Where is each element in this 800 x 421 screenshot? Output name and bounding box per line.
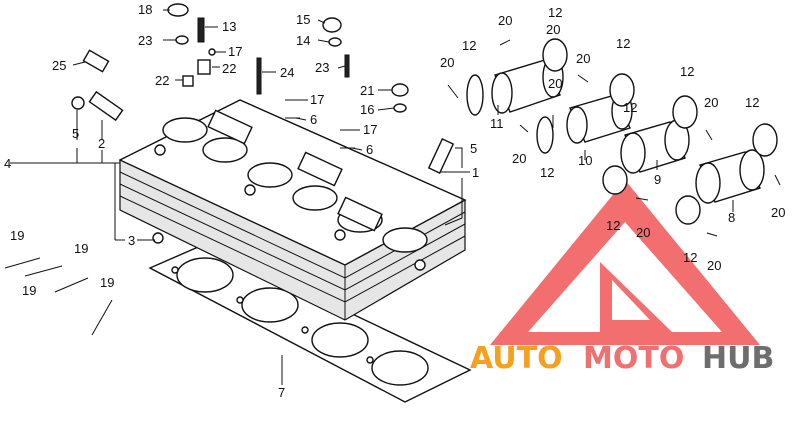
cylinder-head (118, 99, 467, 321)
callout-21: 21 (360, 83, 374, 98)
callout-13: 13 (222, 19, 236, 34)
watermark-auto: AUTO (470, 341, 563, 376)
callout-25: 25 (52, 58, 66, 73)
watermark-logo-triangle (490, 180, 760, 345)
clamp-screws (447, 39, 781, 237)
callout-20: 20 (576, 51, 590, 66)
callout-23: 23 (315, 60, 329, 75)
callout-12: 12 (745, 95, 759, 110)
callout-17: 17 (310, 92, 324, 107)
callout-20: 20 (707, 258, 721, 273)
watermark-hub: HUB (702, 341, 774, 376)
callout-6: 6 (310, 112, 317, 127)
callout-10: 10 (578, 153, 592, 168)
callout-20: 20 (512, 151, 526, 166)
head-gasket (148, 243, 472, 403)
callout-20: 20 (704, 95, 718, 110)
callout-17: 17 (363, 122, 377, 137)
callout-19: 19 (100, 275, 114, 290)
callout-12: 12 (548, 5, 562, 20)
callout-20: 20 (440, 55, 454, 70)
callout-20: 20 (548, 76, 562, 91)
callout-7: 7 (278, 385, 285, 400)
callout-24: 24 (280, 65, 294, 80)
callout-12: 12 (616, 36, 630, 51)
callout-2: 2 (98, 136, 105, 151)
callout-16: 16 (360, 102, 374, 117)
callout-19: 19 (22, 283, 36, 298)
callout-17: 17 (228, 44, 242, 59)
intake-rubber-9 (620, 119, 690, 174)
callout-12: 12 (680, 64, 694, 79)
studs (4, 257, 113, 336)
callout-6: 6 (366, 142, 373, 157)
callout-12: 12 (462, 38, 476, 53)
callout-23: 23 (138, 33, 152, 48)
leader-lines (10, 9, 734, 385)
callout-1: 1 (472, 165, 479, 180)
watermark-moto: MOTO (583, 341, 684, 376)
callout-12: 12 (683, 250, 697, 265)
intake-rubber-10 (566, 92, 633, 144)
callout-22: 22 (222, 61, 236, 76)
callout-12: 12 (540, 165, 554, 180)
intake-rubber-11 (491, 56, 564, 114)
intake-rubber-8 (695, 149, 765, 204)
callout-5: 5 (72, 126, 79, 141)
small-parts (71, 3, 455, 244)
callout-22: 22 (155, 73, 169, 88)
callout-9: 9 (654, 172, 661, 187)
callout-11: 11 (490, 116, 504, 131)
watermark-logo-text: AUTO MOTO HUB (470, 341, 774, 376)
callout-12: 12 (606, 218, 620, 233)
callout-20: 20 (498, 13, 512, 28)
callout-4: 4 (4, 156, 11, 171)
callout-20: 20 (636, 225, 650, 240)
hose-clamps (466, 38, 778, 225)
callout-15: 15 (296, 12, 310, 27)
callout-18: 18 (138, 2, 152, 17)
callout-14: 14 (296, 33, 310, 48)
callout-labels: 18 13 15 23 17 14 22 25 22 24 23 21 17 1… (4, 2, 785, 400)
callout-5: 5 (470, 141, 477, 156)
callout-12: 12 (623, 100, 637, 115)
callout-3: 3 (128, 233, 135, 248)
callout-19: 19 (74, 241, 88, 256)
callout-20: 20 (771, 205, 785, 220)
callout-8: 8 (728, 210, 735, 225)
callout-19: 19 (10, 228, 24, 243)
callout-20: 20 (546, 22, 560, 37)
